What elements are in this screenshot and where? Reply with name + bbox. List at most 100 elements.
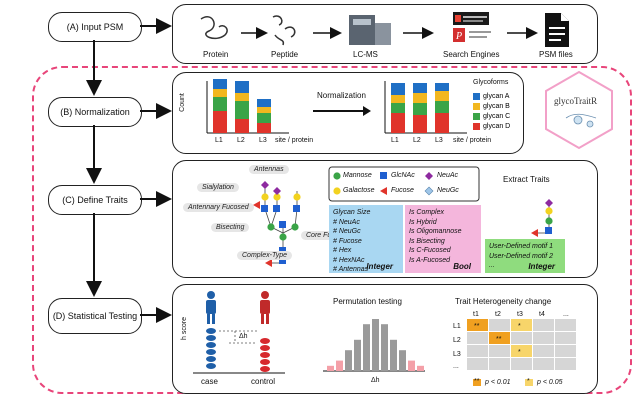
permutation-bar bbox=[399, 350, 406, 371]
raw-counts-bar-segment bbox=[213, 111, 227, 133]
normalized-counts-bar-segment bbox=[391, 95, 405, 103]
permutation-bar bbox=[372, 319, 379, 371]
xaxis-title-left: site / protein bbox=[275, 137, 314, 144]
hetero-cell bbox=[533, 332, 554, 344]
integer-trait: Glycan Size bbox=[333, 209, 371, 216]
hetero-cell bbox=[555, 345, 576, 357]
glycan-structure bbox=[253, 166, 553, 267]
integer-trait: # NeuAc bbox=[333, 218, 360, 226]
raw-counts-bar-segment bbox=[213, 79, 227, 89]
integer-traits-box: Glycan Size # NeuAc # NeuGc # Fucose # H… bbox=[329, 205, 403, 273]
hetero-cell bbox=[533, 358, 554, 370]
normalized-counts-bar-segment bbox=[435, 83, 449, 91]
permutation-bar bbox=[417, 365, 424, 371]
label-psm-files: PSM files bbox=[539, 50, 573, 59]
hetero-col-label: t3 bbox=[517, 311, 523, 318]
legend-label-a: glycan A bbox=[483, 92, 510, 100]
group-case-label: case bbox=[201, 377, 218, 386]
normalization-charts bbox=[206, 79, 467, 134]
normalized-counts-bar-segment bbox=[413, 115, 427, 133]
symbol-neugc: NeuGc bbox=[437, 187, 459, 194]
label-core-fucosed: Core Fucosed bbox=[301, 231, 355, 240]
symbol-galactose: Galactose bbox=[343, 187, 375, 194]
hetero-cell bbox=[533, 345, 554, 357]
bool-trait: Is Bisecting bbox=[409, 237, 445, 245]
xlabel-right-l2: L2 bbox=[413, 137, 421, 144]
hetero-cell bbox=[467, 345, 488, 357]
search-engines-icon: P bbox=[453, 12, 491, 42]
motif-trait: User-Defined motif 1 bbox=[489, 243, 554, 250]
psm-file-icon bbox=[545, 13, 569, 47]
motif-traits-box: User-Defined motif 1 User-Defined motif … bbox=[485, 239, 565, 273]
hetero-cell bbox=[489, 358, 510, 370]
legend-label-c: glycan C bbox=[483, 112, 511, 120]
bool-type-label: Bool bbox=[453, 261, 471, 271]
input-panel-art: P bbox=[200, 12, 569, 47]
step-normalization-label: (B) Normalization bbox=[60, 106, 130, 117]
integer-trait: # Antennas bbox=[333, 266, 369, 273]
permutation-bar bbox=[363, 324, 370, 371]
xlabel-left-l2: L2 bbox=[237, 137, 245, 144]
raw-counts-bar-segment bbox=[257, 113, 271, 123]
hscore-label: h score bbox=[180, 317, 188, 340]
label-sialylation: Sialylation bbox=[197, 183, 239, 192]
label-antennas: Antennas bbox=[249, 165, 289, 174]
raw-counts-bar-segment bbox=[235, 93, 249, 101]
hetero-cell-significant bbox=[511, 319, 532, 331]
delta-h-label: Δh bbox=[239, 333, 248, 340]
hetero-cell-significant bbox=[511, 345, 532, 357]
motif-type-label: Integer bbox=[528, 261, 555, 271]
xaxis-title-right: site / protein bbox=[453, 137, 492, 144]
integer-trait: # HexNAc bbox=[333, 256, 365, 264]
permutation-bar bbox=[336, 360, 343, 371]
xlabel-left-l3: L3 bbox=[259, 137, 267, 144]
protein-icon bbox=[200, 16, 228, 40]
integer-trait: # Fucose bbox=[333, 237, 362, 245]
normalization-arrow bbox=[313, 106, 371, 116]
normalized-counts-bar-segment bbox=[413, 83, 427, 93]
svg-text:P: P bbox=[455, 31, 462, 42]
legend-strong-mark: ** bbox=[474, 378, 480, 385]
step-statistical-testing: (D) Statistical Testing bbox=[48, 298, 142, 334]
permutation-bar bbox=[408, 360, 415, 371]
label-search-engines: Search Engines bbox=[443, 50, 500, 59]
raw-counts-bar-segment bbox=[257, 123, 271, 133]
normalized-counts-bar-segment bbox=[391, 83, 405, 95]
normalized-counts-bar-segment bbox=[435, 91, 449, 101]
xlabel-right-l3: L3 bbox=[435, 137, 443, 144]
hetero-cell bbox=[555, 332, 576, 344]
hetero-col-label: ... bbox=[563, 311, 569, 318]
legend-weak-mark: * bbox=[527, 378, 530, 385]
raw-counts-bar-segment bbox=[235, 101, 249, 119]
symbol-glcnac: GlcNAc bbox=[391, 172, 415, 179]
legend-label-d: glycan D bbox=[483, 122, 511, 130]
legend-label-b: glycan B bbox=[483, 102, 510, 110]
hetero-cell bbox=[511, 332, 532, 344]
bool-trait: Is C-Fucosed bbox=[409, 247, 451, 254]
normalization-panel: Count L1 L2 L3 site / protein Normalizat… bbox=[172, 72, 524, 154]
symbol-neuac: NeuAc bbox=[437, 172, 459, 179]
bool-trait: Is Oligomannose bbox=[409, 228, 462, 235]
xlabel-right-l1: L1 bbox=[391, 137, 399, 144]
label-lcms: LC-MS bbox=[353, 50, 378, 59]
hetero-cell-mark: * bbox=[518, 323, 521, 330]
normalization-arrow-label: Normalization bbox=[317, 91, 366, 100]
permutation-bar bbox=[390, 339, 397, 371]
raw-counts-bar-segment bbox=[213, 89, 227, 97]
glycoforms-legend: glycan A glycan B glycan C glycan D bbox=[473, 91, 510, 131]
normalized-counts-bar-segment bbox=[435, 113, 449, 133]
raw-counts-bar-segment bbox=[257, 99, 271, 107]
group-control-label: control bbox=[251, 377, 276, 386]
raw-counts-bar-segment bbox=[213, 97, 227, 111]
xlabel-left-l1: L1 bbox=[215, 137, 223, 144]
motif-trait: User-Defined motif 2 bbox=[489, 252, 554, 260]
step-define-traits: (C) Define Traits bbox=[48, 185, 142, 215]
raw-counts-bar-segment bbox=[257, 107, 271, 113]
extract-traits-title: Extract Traits bbox=[503, 175, 550, 184]
hetero-row-label: L3 bbox=[453, 351, 461, 358]
symbol-fucose: Fucose bbox=[391, 187, 414, 194]
legend-item: glycan A bbox=[473, 91, 510, 101]
